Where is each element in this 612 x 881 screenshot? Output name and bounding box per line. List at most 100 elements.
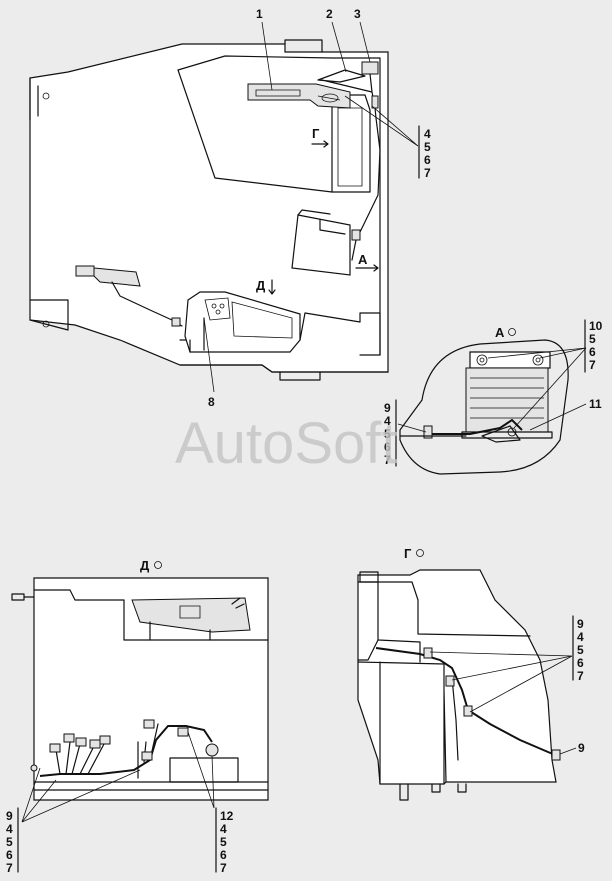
d-console-panel: [179, 605, 201, 619]
detail-outline: [399, 339, 569, 475]
callout-11: 11: [589, 397, 602, 411]
relay-box-top: [297, 209, 346, 235]
g-seat-block: [357, 661, 447, 785]
unit-ribs: [470, 377, 544, 419]
window-inner-frame: [337, 107, 363, 187]
control-knob: [321, 93, 339, 103]
callout-stack-a-left: 9 4 5 6 7: [384, 399, 397, 467]
d-left-clip: [30, 764, 38, 772]
callout-2: 2: [326, 7, 333, 21]
callout-1: 1: [256, 7, 263, 21]
leader-d-left: [21, 767, 141, 823]
d-connectors: [49, 719, 189, 761]
left-plug-connector: [75, 265, 141, 287]
relay-connector: [351, 229, 361, 241]
console-knob: [219, 303, 225, 309]
leader-2: [331, 21, 347, 73]
d-branch-wires: [55, 723, 159, 775]
callout-stack-d-left: 9 4 5 6 7: [6, 807, 19, 875]
d-console-lever: [231, 597, 245, 609]
svg-text:4: 4: [424, 127, 431, 141]
view-g-title: Г: [404, 546, 412, 561]
callout-8: 8: [208, 395, 215, 409]
leader-11: [529, 403, 587, 431]
svg-text:7: 7: [589, 358, 596, 372]
view-d-arrow: [268, 279, 276, 295]
svg-text:10: 10: [589, 319, 603, 333]
svg-text:5: 5: [6, 835, 13, 849]
svg-text:4: 4: [220, 822, 227, 836]
svg-text:6: 6: [577, 656, 584, 670]
leader-9-lower: [559, 747, 577, 755]
mounting-plate: [469, 351, 551, 369]
svg-text:7: 7: [6, 861, 13, 875]
plate-screw: [479, 357, 485, 363]
view-rotation-mark: [154, 561, 162, 569]
detail-clamp: [481, 425, 521, 443]
d-console: [131, 597, 251, 633]
svg-text:4: 4: [6, 822, 13, 836]
svg-text:6: 6: [424, 153, 431, 167]
svg-text:5: 5: [220, 835, 227, 849]
svg-text:6: 6: [6, 848, 13, 862]
svg-text:5: 5: [589, 332, 596, 346]
view-d-title: Д: [140, 558, 150, 573]
d-left-post: [11, 593, 35, 601]
callout-stack-d-right: 12 4 5 6 7: [215, 807, 234, 875]
svg-text:7: 7: [220, 861, 227, 875]
console-panel: [204, 297, 293, 339]
view-d: Д 9 4: [6, 558, 269, 875]
view-a-direction-label: А: [358, 252, 368, 267]
svg-text:12: 12: [220, 809, 234, 823]
mount-hole: [42, 320, 50, 328]
detail-cable: [430, 418, 523, 435]
view-d-direction-label: Д: [256, 278, 266, 293]
svg-text:5: 5: [424, 140, 431, 154]
relay-wire: [351, 117, 381, 261]
callout-3: 3: [354, 7, 361, 21]
svg-text:6: 6: [384, 440, 391, 454]
window-opening: [331, 94, 371, 193]
d-top-edge: [33, 589, 269, 641]
console-base: [189, 317, 205, 353]
g-bottom-feet: [399, 783, 467, 801]
clamp-bolt: [507, 427, 517, 437]
svg-text:7: 7: [577, 669, 584, 683]
top-step: [284, 39, 323, 53]
plate-screw: [532, 354, 544, 366]
g-harness-drop: [451, 677, 459, 761]
leader-g: [429, 651, 573, 713]
g-clips: [423, 647, 561, 761]
inline-connector: [371, 95, 379, 109]
leader-stack-top: [344, 95, 419, 147]
view-a-detail: А 10 5 6 7 11: [384, 319, 603, 475]
svg-text:6: 6: [589, 345, 596, 359]
leader-1: [261, 21, 273, 91]
svg-text:7: 7: [424, 166, 431, 180]
plate-screw: [476, 354, 488, 366]
d-console-stand: [149, 621, 211, 641]
bottom-edge: [179, 364, 389, 381]
leader-8: [203, 317, 215, 393]
view-g-direction-label: Г: [312, 126, 320, 141]
wire-bracket: [317, 69, 373, 93]
detail-clip: [423, 425, 433, 439]
view-g-arrow: [311, 140, 329, 148]
callout-stack-a-right: 10 5 6 7: [584, 319, 603, 373]
svg-text:9: 9: [6, 809, 13, 823]
leader-d-right: [187, 731, 215, 809]
leader-a-left: [397, 423, 427, 433]
watermark: AutoSoft: [175, 411, 397, 476]
callout-9-lower: 9: [578, 741, 585, 755]
svg-text:9: 9: [384, 401, 391, 415]
svg-text:7: 7: [384, 453, 391, 467]
view-a-arrow: [355, 264, 379, 272]
view-rotation-mark: [508, 328, 516, 336]
leader-10: [487, 347, 587, 429]
svg-text:4: 4: [577, 630, 584, 644]
console-knob: [215, 309, 221, 315]
inner-panel-edge: [177, 55, 381, 356]
view-a-title: А: [495, 325, 505, 340]
svg-text:5: 5: [577, 643, 584, 657]
